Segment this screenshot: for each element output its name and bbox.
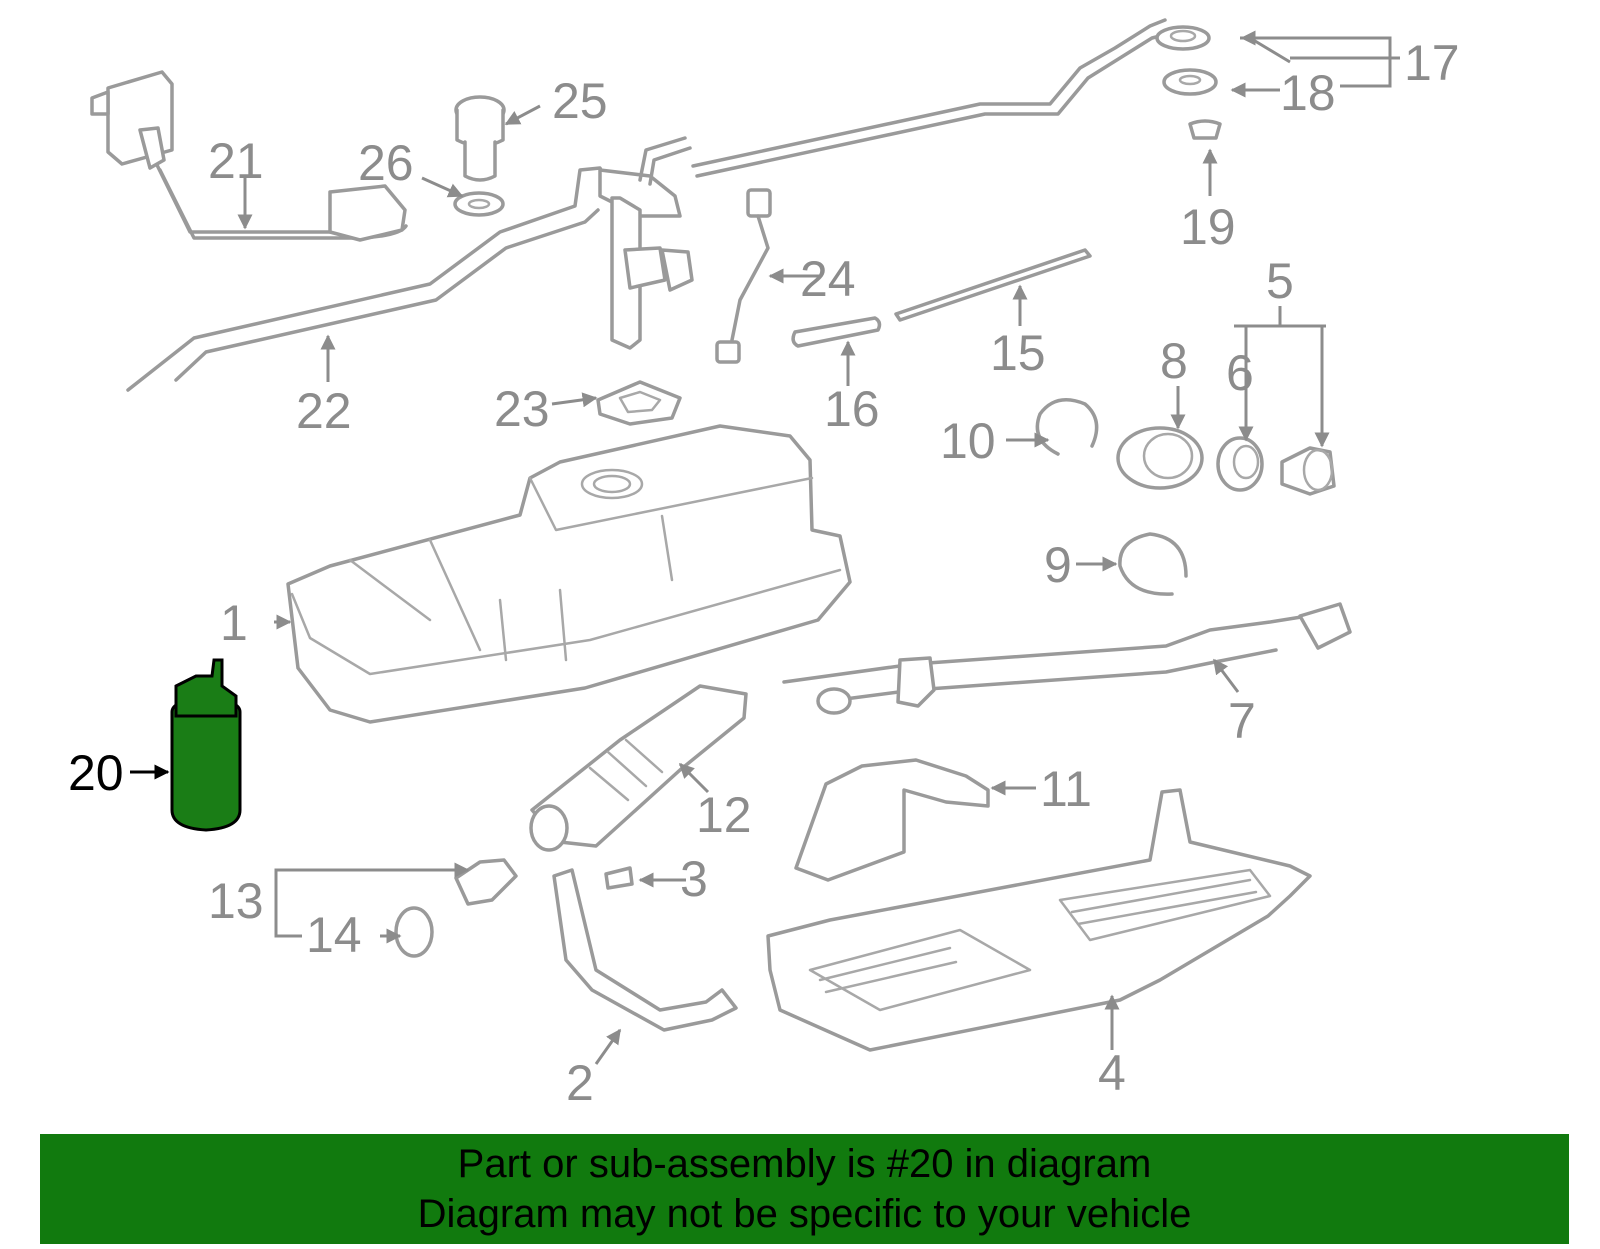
- part-10-clamp: [1035, 398, 1099, 456]
- banner-line-1: Part or sub-assembly is #20 in diagram: [457, 1142, 1152, 1186]
- part-18-grommet: [1162, 68, 1218, 96]
- callout-11[interactable]: 11: [1040, 761, 1092, 817]
- part-23-gasket: [596, 380, 682, 426]
- part-11-shield: [794, 758, 990, 882]
- part-3-bolt: [604, 866, 634, 890]
- part-26-gasket: [453, 191, 505, 217]
- part-12-filler-hose: [529, 684, 748, 852]
- part-19-clip: [1188, 119, 1222, 140]
- leader-lines: [130, 30, 1400, 1065]
- callout-12[interactable]: 12: [696, 787, 752, 843]
- callout-19[interactable]: 19: [1180, 199, 1236, 255]
- callout-15[interactable]: 15: [990, 325, 1046, 381]
- callout-6[interactable]: 6: [1226, 345, 1254, 401]
- callout-26[interactable]: 26: [358, 135, 414, 191]
- callout-17[interactable]: 17: [1404, 35, 1460, 91]
- callout-labels: 1 2 3 4 5 6 7 8 9 10 11 12 13 14 15 16 1…: [68, 35, 1460, 1111]
- sender-assembly: [598, 136, 694, 350]
- part-20-fuel-pump-highlighted[interactable]: [170, 658, 242, 832]
- part-15-strap: [894, 248, 1092, 322]
- callout-10[interactable]: 10: [940, 413, 996, 469]
- part-17-pipe: [691, 18, 1211, 178]
- part-6-cap-seal: [1216, 436, 1264, 492]
- part-4-skid-plate: [766, 788, 1312, 1052]
- callout-2[interactable]: 2: [566, 1055, 594, 1111]
- callout-14[interactable]: 14: [306, 907, 362, 963]
- callout-24[interactable]: 24: [800, 251, 856, 307]
- callout-7[interactable]: 7: [1228, 693, 1256, 749]
- callout-25[interactable]: 25: [552, 73, 608, 129]
- callout-4[interactable]: 4: [1098, 1045, 1126, 1101]
- part-21-canister: [90, 70, 408, 242]
- callout-8[interactable]: 8: [1160, 333, 1188, 389]
- callout-16[interactable]: 16: [824, 381, 880, 437]
- callout-23[interactable]: 23: [494, 381, 550, 437]
- part-5-fuel-cap: [1280, 446, 1336, 496]
- part-1-fuel-tank: [286, 424, 852, 724]
- callout-13[interactable]: 13: [208, 873, 264, 929]
- info-banner: Part or sub-assembly is #20 in diagram D…: [40, 1134, 1569, 1244]
- callout-20[interactable]: 20: [68, 745, 124, 801]
- part-13-valve: [454, 858, 518, 906]
- part-9-clamp: [1118, 532, 1188, 596]
- part-24-harness: [715, 188, 772, 364]
- part-22-fuel-lines: [126, 166, 612, 392]
- part-8-grommet: [1116, 426, 1204, 490]
- part-25-valve: [454, 95, 506, 182]
- callout-22[interactable]: 22: [296, 383, 352, 439]
- part-14-oring: [394, 906, 434, 958]
- callout-1[interactable]: 1: [220, 595, 248, 651]
- banner-line-2: Diagram may not be specific to your vehi…: [417, 1192, 1192, 1236]
- callout-9[interactable]: 9: [1044, 537, 1072, 593]
- callout-18[interactable]: 18: [1280, 65, 1336, 121]
- callout-3[interactable]: 3: [680, 851, 708, 907]
- part-7-filler-pipe: [782, 602, 1352, 715]
- callout-5[interactable]: 5: [1266, 253, 1294, 309]
- part-2-strap: [552, 868, 738, 1032]
- callout-21[interactable]: 21: [208, 133, 264, 189]
- part-16-hose: [791, 316, 882, 348]
